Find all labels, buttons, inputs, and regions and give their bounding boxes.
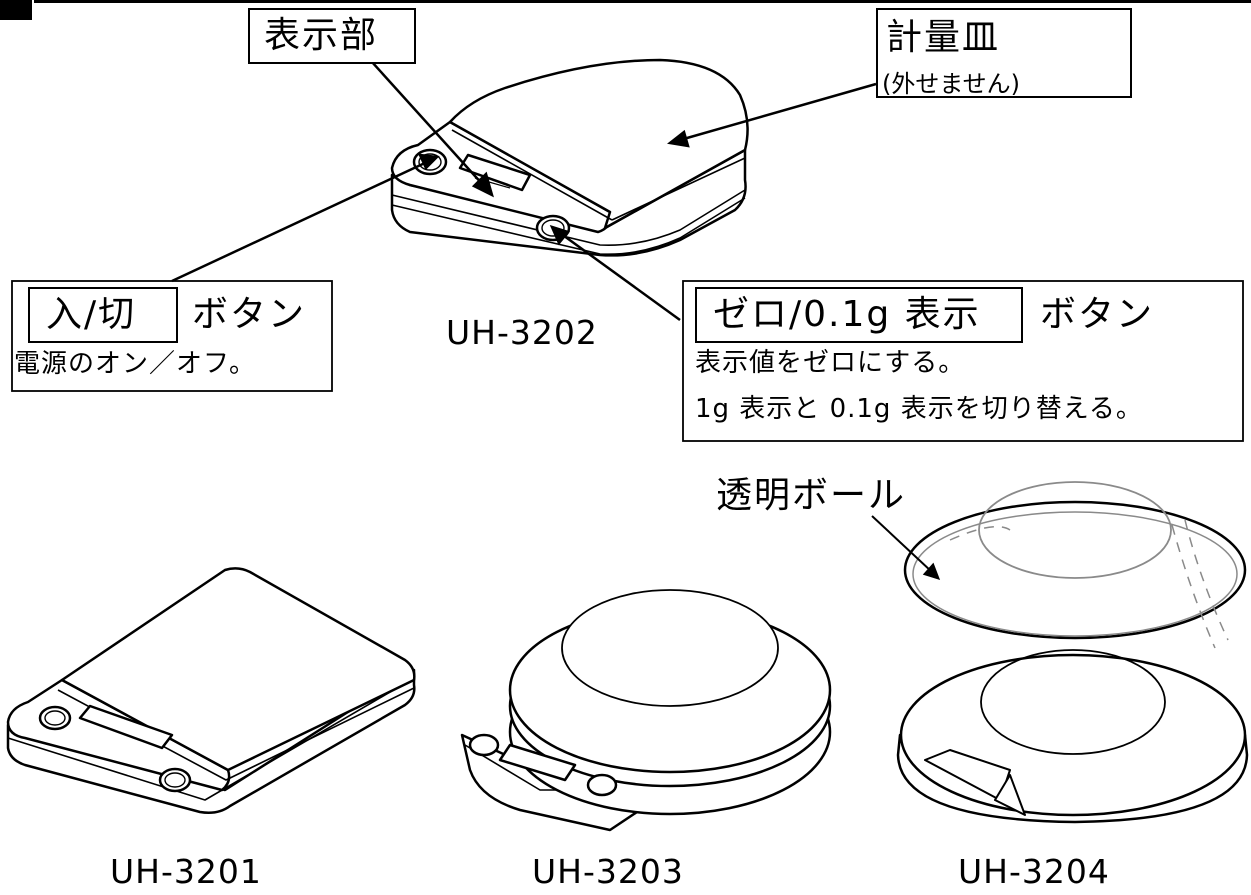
display-label-text: 表示部	[264, 15, 379, 56]
model-uh3204: UH-3204	[958, 852, 1110, 891]
pan-label-text: 計量皿	[886, 17, 1001, 58]
model-uh3202: UH-3202	[446, 313, 598, 352]
zero-suffix-text: ボタン	[1040, 294, 1155, 335]
leader-lines	[171, 61, 941, 580]
power-suffix-text: ボタン	[192, 294, 307, 335]
scale-uh3203-illustration	[460, 589, 832, 832]
power-desc-text: 電源のオン／オフ。	[14, 349, 256, 379]
bowl-label: 透明ボール	[716, 475, 907, 516]
display-label: 表示部	[248, 8, 416, 64]
model-uh3201: UH-3201	[110, 852, 262, 891]
power-key-text: 入/切	[46, 294, 137, 335]
power-button-callout-frame	[11, 280, 333, 392]
top-rule	[34, 0, 1251, 3]
pan-note-text: (外せません)	[882, 70, 1021, 98]
scale-uh3204-illustration	[896, 481, 1249, 824]
zero-button-callout-frame	[682, 280, 1244, 442]
power-key-label: 入/切	[28, 287, 178, 343]
zero-desc-line2: 1g 表示と 0.1g 表示を切り替える。	[695, 394, 1143, 424]
pan-label: 計量皿 (外せません)	[876, 8, 1132, 98]
scale-uh3202-illustration	[390, 58, 749, 257]
corner-mark	[0, 0, 32, 20]
zero-desc-line1: 表示値をゼロにする。	[695, 348, 966, 378]
model-uh3203: UH-3203	[532, 852, 684, 891]
zero-key-label: ゼロ/0.1g 表示	[695, 287, 1023, 343]
zero-key-text: ゼロ/0.1g 表示	[713, 294, 981, 335]
scale-uh3201-illustration	[6, 567, 416, 814]
